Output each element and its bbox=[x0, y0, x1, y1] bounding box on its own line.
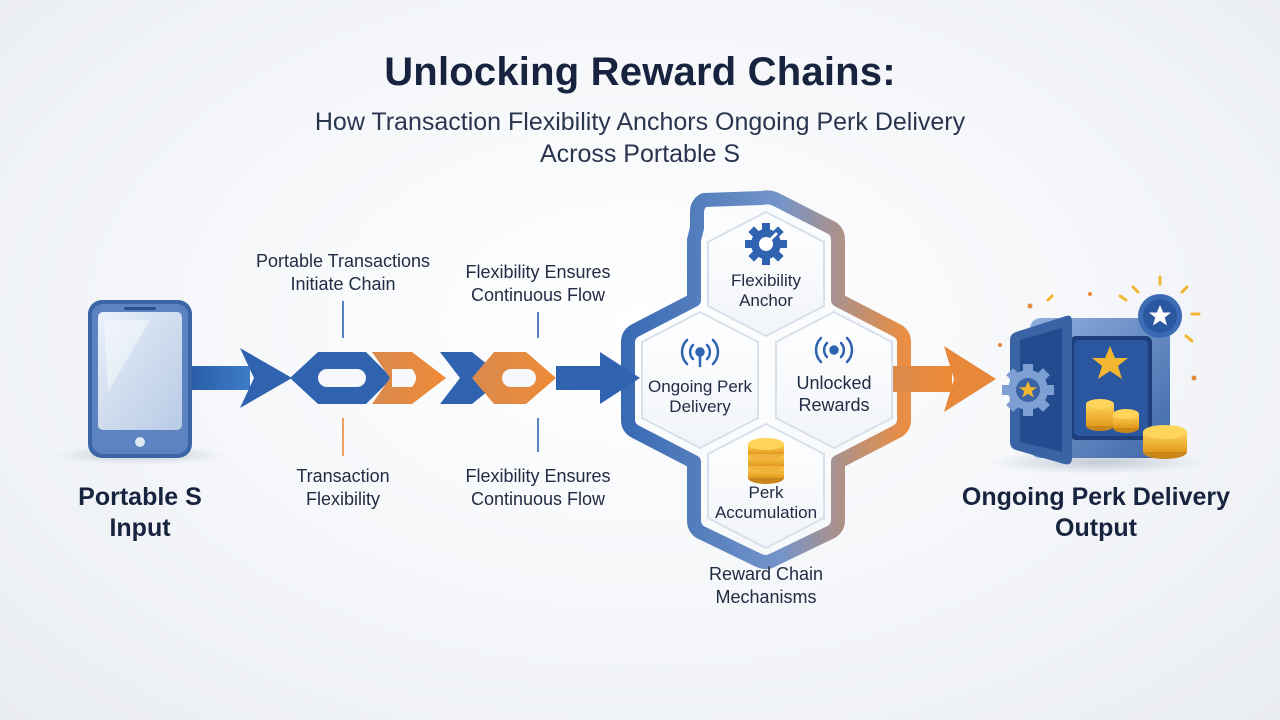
mechanism-caption: Reward Chain Mechanisms bbox=[676, 563, 856, 609]
chain-link-icon bbox=[472, 352, 556, 404]
output-label-line: Ongoing Perk Delivery bbox=[961, 483, 1231, 511]
input-label: Portable S Input bbox=[40, 482, 240, 544]
hex-flexibility-anchor bbox=[707, 210, 825, 338]
hex-label-flexibility-anchor: Flexibility Anchor bbox=[706, 271, 826, 311]
hex-perk-accumulation bbox=[707, 422, 825, 550]
hex-label-line: Anchor bbox=[739, 291, 793, 310]
hex-label-line: Rewards bbox=[798, 395, 870, 415]
hex-label-line: Unlocked bbox=[796, 373, 872, 393]
caption-line: Mechanisms bbox=[715, 587, 817, 607]
hex-label-line: Flexibility bbox=[731, 271, 801, 290]
label-flexibility-ensures-top: Flexibility Ensures Continuous Flow bbox=[438, 261, 638, 307]
phone-icon bbox=[55, 300, 225, 465]
coin-stack-icon bbox=[748, 438, 784, 484]
hex-label-line: Perk bbox=[748, 483, 784, 502]
input-label-line: Portable S bbox=[78, 483, 202, 511]
output-label: Ongoing Perk Delivery Output bbox=[946, 482, 1246, 544]
label-line: Continuous Flow bbox=[470, 489, 606, 509]
hex-label-line: Accumulation bbox=[714, 503, 818, 522]
chain-link-icon bbox=[290, 352, 392, 404]
chain-link-icon bbox=[372, 352, 446, 404]
mechanism-frame bbox=[621, 190, 911, 569]
hex-label-unlocked-rewards: Unlocked Rewards bbox=[774, 372, 894, 416]
label-transaction-flexibility: Transaction Flexibility bbox=[253, 465, 433, 511]
hex-label-perk-accumulation: Perk Accumulation bbox=[700, 483, 832, 523]
label-portable-transactions: Portable Transactions Initiate Chain bbox=[233, 250, 453, 296]
page-title: Unlocking Reward Chains: bbox=[384, 50, 896, 94]
label-line: Flexibility bbox=[305, 489, 380, 509]
mechanism-arrow bbox=[556, 352, 640, 404]
label-line: Transaction bbox=[296, 466, 390, 486]
hex-label-line: Ongoing Perk bbox=[648, 377, 752, 396]
leader-lines bbox=[342, 301, 539, 456]
output-label-line: Output bbox=[1055, 514, 1137, 542]
hex-label-ongoing-perk-delivery: Ongoing Perk Delivery bbox=[636, 377, 764, 417]
label-line: Flexibility Ensures bbox=[465, 466, 611, 486]
page-subtitle: How Transaction Flexibility Anchors Ongo… bbox=[240, 106, 1040, 170]
vault-icon bbox=[988, 275, 1208, 474]
input-arrow bbox=[192, 348, 292, 408]
subtitle-line: Across Portable S bbox=[539, 140, 741, 168]
signal-icon bbox=[680, 338, 720, 368]
hex-unlocked-rewards bbox=[775, 310, 893, 450]
label-line: Continuous Flow bbox=[470, 285, 606, 305]
hex-ongoing-perk-delivery bbox=[641, 310, 759, 450]
label-line: Portable Transactions bbox=[255, 251, 431, 271]
output-arrow bbox=[890, 346, 996, 412]
hex-label-line: Delivery bbox=[669, 397, 731, 416]
signal-icon bbox=[814, 336, 854, 364]
label-line: Flexibility Ensures bbox=[465, 262, 611, 282]
input-label-line: Input bbox=[109, 514, 171, 542]
gear-icon bbox=[745, 223, 787, 265]
label-line: Initiate Chain bbox=[290, 274, 396, 294]
caption-line: Reward Chain bbox=[708, 564, 824, 584]
star-icon bbox=[1138, 294, 1182, 338]
subtitle-line: How Transaction Flexibility Anchors Ongo… bbox=[314, 108, 966, 136]
label-flexibility-ensures-bottom: Flexibility Ensures Continuous Flow bbox=[438, 465, 638, 511]
